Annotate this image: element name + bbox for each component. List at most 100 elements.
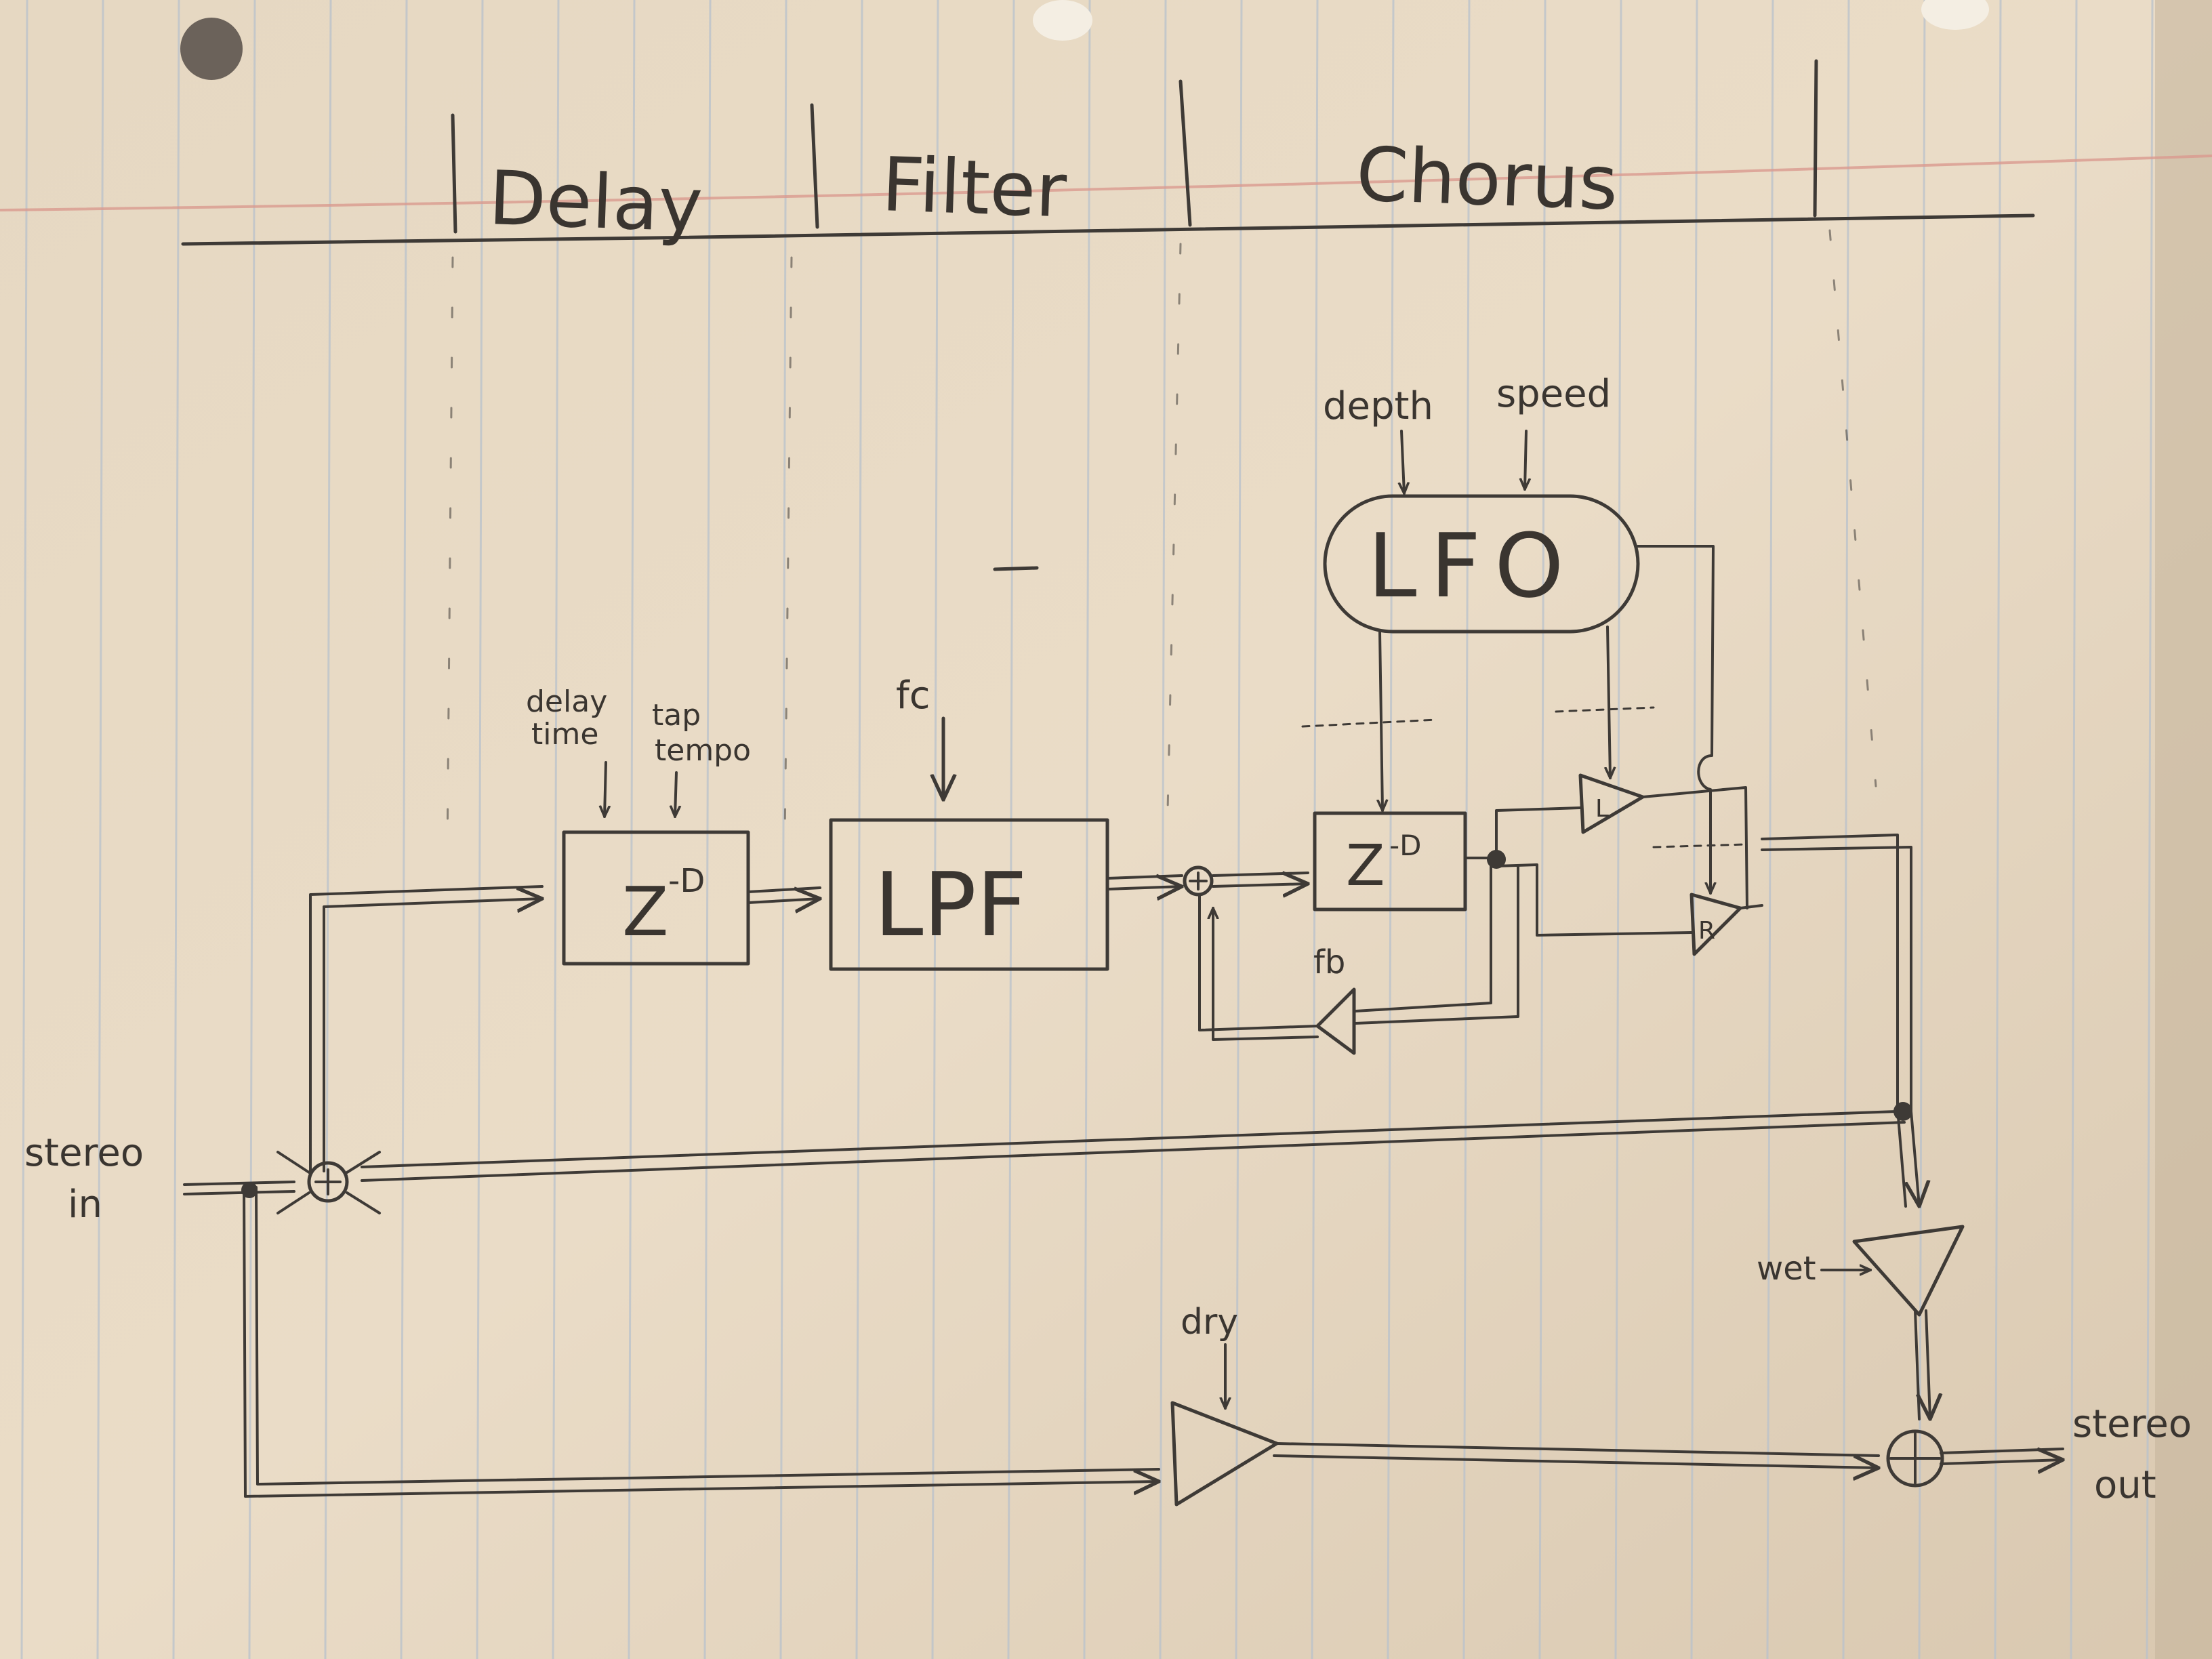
lfo-to-chorus-delay [1380, 630, 1382, 812]
path-in-up-outer [309, 885, 544, 1172]
wet-label: wet [1757, 1250, 1816, 1288]
delay-time-arrow [605, 761, 606, 817]
mod-indicator-3 [1652, 843, 1747, 848]
dry-gain-triangle[interactable] [1170, 1401, 1279, 1507]
margin-line [0, 155, 2212, 211]
lfo-label: LFO [1368, 514, 1578, 617]
path-wet-feedback-a [361, 1110, 1899, 1168]
path-feedback-a [1354, 865, 1492, 1012]
ruled-line [1690, 0, 1698, 1659]
ruled-line [1083, 0, 1091, 1659]
junction-dot-chorus [1487, 850, 1506, 869]
ruled-line [96, 0, 104, 1659]
path-lpf-sum-b [1106, 886, 1182, 889]
fb-label: fb [1313, 943, 1345, 981]
path-wet-down-b [1761, 846, 1919, 1206]
ruled-line [1842, 0, 1850, 1659]
input-sum-plus [314, 1168, 342, 1195]
wet-gain-triangle[interactable] [1852, 1225, 1965, 1317]
ruled-line [1994, 0, 2002, 1659]
ruled-line [703, 0, 712, 1659]
delay-block[interactable] [562, 830, 750, 966]
chorus-feedback-sum [1183, 865, 1214, 897]
path-feedback-return-b [1213, 907, 1319, 1041]
ruled-line [855, 0, 863, 1659]
ruled-line [1007, 0, 1015, 1659]
section-dividers [446, 229, 1877, 855]
path-in-up-inner [323, 899, 542, 1172]
ruled-line [400, 0, 408, 1659]
ruled-line [2070, 0, 2078, 1659]
left-gain-triangle[interactable] [1578, 773, 1645, 834]
section-label-delay: Delay [487, 155, 704, 249]
ruled-lines [20, 0, 2154, 1659]
path-left-out [1641, 786, 1748, 909]
feedback-gain-triangle[interactable] [1315, 987, 1356, 1055]
ruled-line [1918, 0, 1926, 1659]
chorus-delay-block[interactable] [1313, 811, 1467, 912]
path-out-b [1940, 1460, 2063, 1464]
path-dry-c [244, 1481, 1159, 1498]
section-label-filter: Filter [880, 141, 1068, 234]
delay-block-exponent: -D [668, 862, 705, 900]
ruled-line [324, 0, 332, 1659]
fc-label: fc [896, 674, 930, 718]
ruled-line [1387, 0, 1395, 1659]
ruled-line [2146, 0, 2154, 1659]
right-gain-triangle[interactable] [1689, 893, 1742, 956]
junction-dot-input [241, 1182, 258, 1198]
path-stereo-in-b [183, 1190, 295, 1195]
ruled-line [20, 0, 28, 1659]
section-label-chorus: Chorus [1355, 131, 1619, 226]
ruled-line [248, 0, 256, 1659]
signal-paths [183, 786, 2063, 1498]
stereo-out-label-line1: stereo [2072, 1402, 2192, 1446]
path-sum-chorus-b [1212, 884, 1308, 886]
path-wet-feedback-b [361, 1121, 1906, 1182]
ruled-line [1614, 0, 1622, 1659]
input-sum-junction [307, 1161, 349, 1203]
delay-block-symbol: Z [622, 872, 669, 951]
header-divider-1 [451, 113, 457, 234]
tap-tempo-arrow [675, 771, 676, 817]
header-divider-2 [810, 103, 819, 229]
delay-time-label-line1: delay [526, 684, 607, 719]
paper-edge-mark [1033, 0, 1092, 41]
path-wet-out-b [1926, 1309, 1930, 1419]
path-chorus-out-a [1464, 806, 1582, 859]
lfo-block[interactable] [1323, 494, 1640, 634]
lpf-block[interactable] [829, 818, 1109, 971]
path-dry-b [255, 1186, 1160, 1486]
stereo-in-label-line2: in [68, 1183, 102, 1227]
speed-label: speed [1496, 372, 1611, 416]
lfo-to-left-gain [1607, 626, 1610, 779]
depth-arrow [1401, 430, 1404, 493]
ruled-line [779, 0, 787, 1659]
header-baseline [181, 213, 2035, 246]
junction-dot-wet [1893, 1102, 1912, 1121]
chorus-delay-exponent: -D [1389, 829, 1422, 862]
path-stereo-in-a [183, 1181, 295, 1186]
paper-shadow-right [2155, 0, 2212, 1659]
path-right-out [1739, 904, 1763, 909]
dry-label: dry [1181, 1302, 1238, 1343]
output-sum-plus [1889, 1433, 1941, 1484]
lfo-to-right-gain [1637, 545, 1713, 895]
ruled-line [1766, 0, 1774, 1659]
ruled-line [172, 0, 180, 1659]
left-gain-label: L [1595, 795, 1609, 823]
ruled-line [1538, 0, 1547, 1659]
paper-edge-mark-right [1921, 0, 1989, 30]
chorus-delay-symbol: Z [1346, 832, 1385, 899]
path-feedback-b [1354, 865, 1519, 1025]
modulation-indicators [1301, 706, 1747, 848]
path-chorus-out-b [1495, 863, 1693, 937]
ruled-line [552, 0, 560, 1659]
header-divider-4 [1813, 59, 1818, 218]
delay-time-label-line2: time [531, 717, 598, 752]
divider-delay-filter [446, 256, 454, 855]
stereo-out-label-line2: out [2094, 1463, 2156, 1507]
ruled-line [476, 0, 484, 1659]
